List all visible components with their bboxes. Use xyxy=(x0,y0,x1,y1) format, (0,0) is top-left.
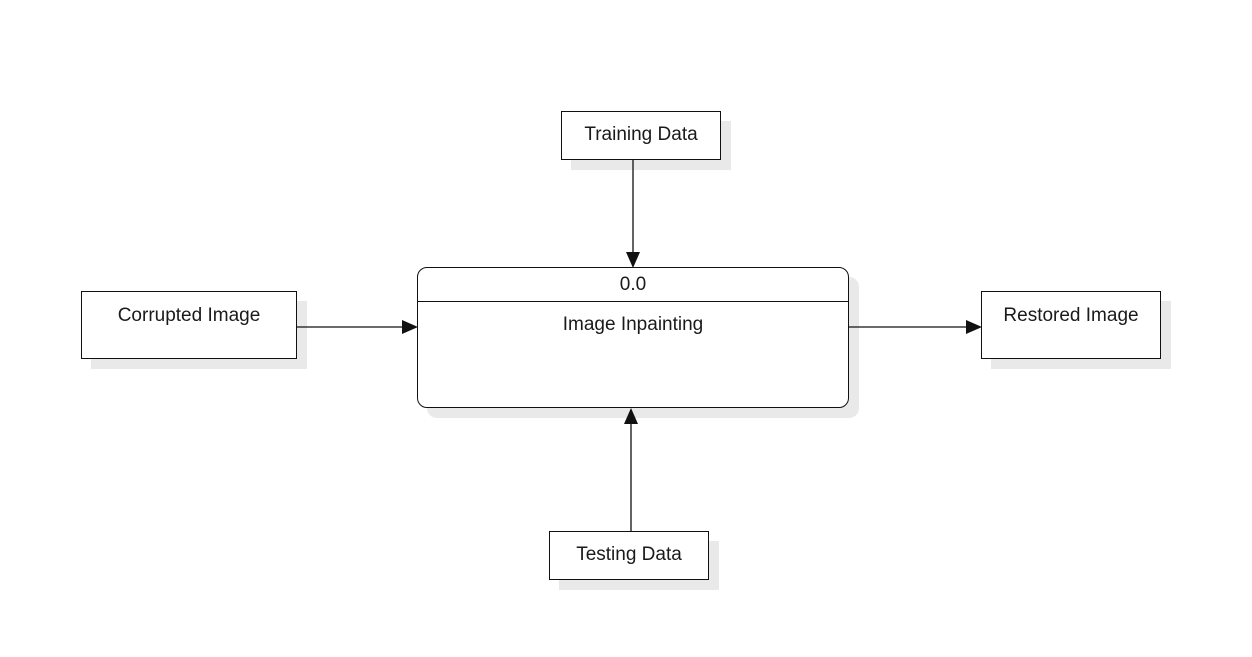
flow-training-to-process[interactable] xyxy=(626,160,640,268)
flow-testing-to-process[interactable] xyxy=(624,408,638,531)
arrowhead-icon xyxy=(966,320,982,334)
flow-corrupted-to-process[interactable] xyxy=(297,320,418,334)
training-data-label: Training Data xyxy=(584,124,698,145)
training-data-entity[interactable]: Training Data xyxy=(561,111,721,160)
corrupted-image-entity[interactable]: Corrupted Image xyxy=(81,291,297,359)
arrowhead-icon xyxy=(624,408,638,424)
process-id: 0.0 xyxy=(619,274,647,295)
arrowhead-icon xyxy=(626,252,640,268)
image-inpainting-process[interactable]: 0.0 Image Inpainting xyxy=(417,267,849,408)
process-divider xyxy=(418,301,848,302)
arrowhead-icon xyxy=(402,320,418,334)
restored-image-entity[interactable]: Restored Image xyxy=(981,291,1161,359)
testing-data-entity[interactable]: Testing Data xyxy=(549,531,709,580)
restored-image-label: Restored Image xyxy=(1003,305,1139,326)
testing-data-label: Testing Data xyxy=(576,544,682,565)
process-name: Image Inpainting xyxy=(562,314,704,335)
corrupted-image-label: Corrupted Image xyxy=(117,305,261,326)
flow-process-to-restored[interactable] xyxy=(849,320,982,334)
